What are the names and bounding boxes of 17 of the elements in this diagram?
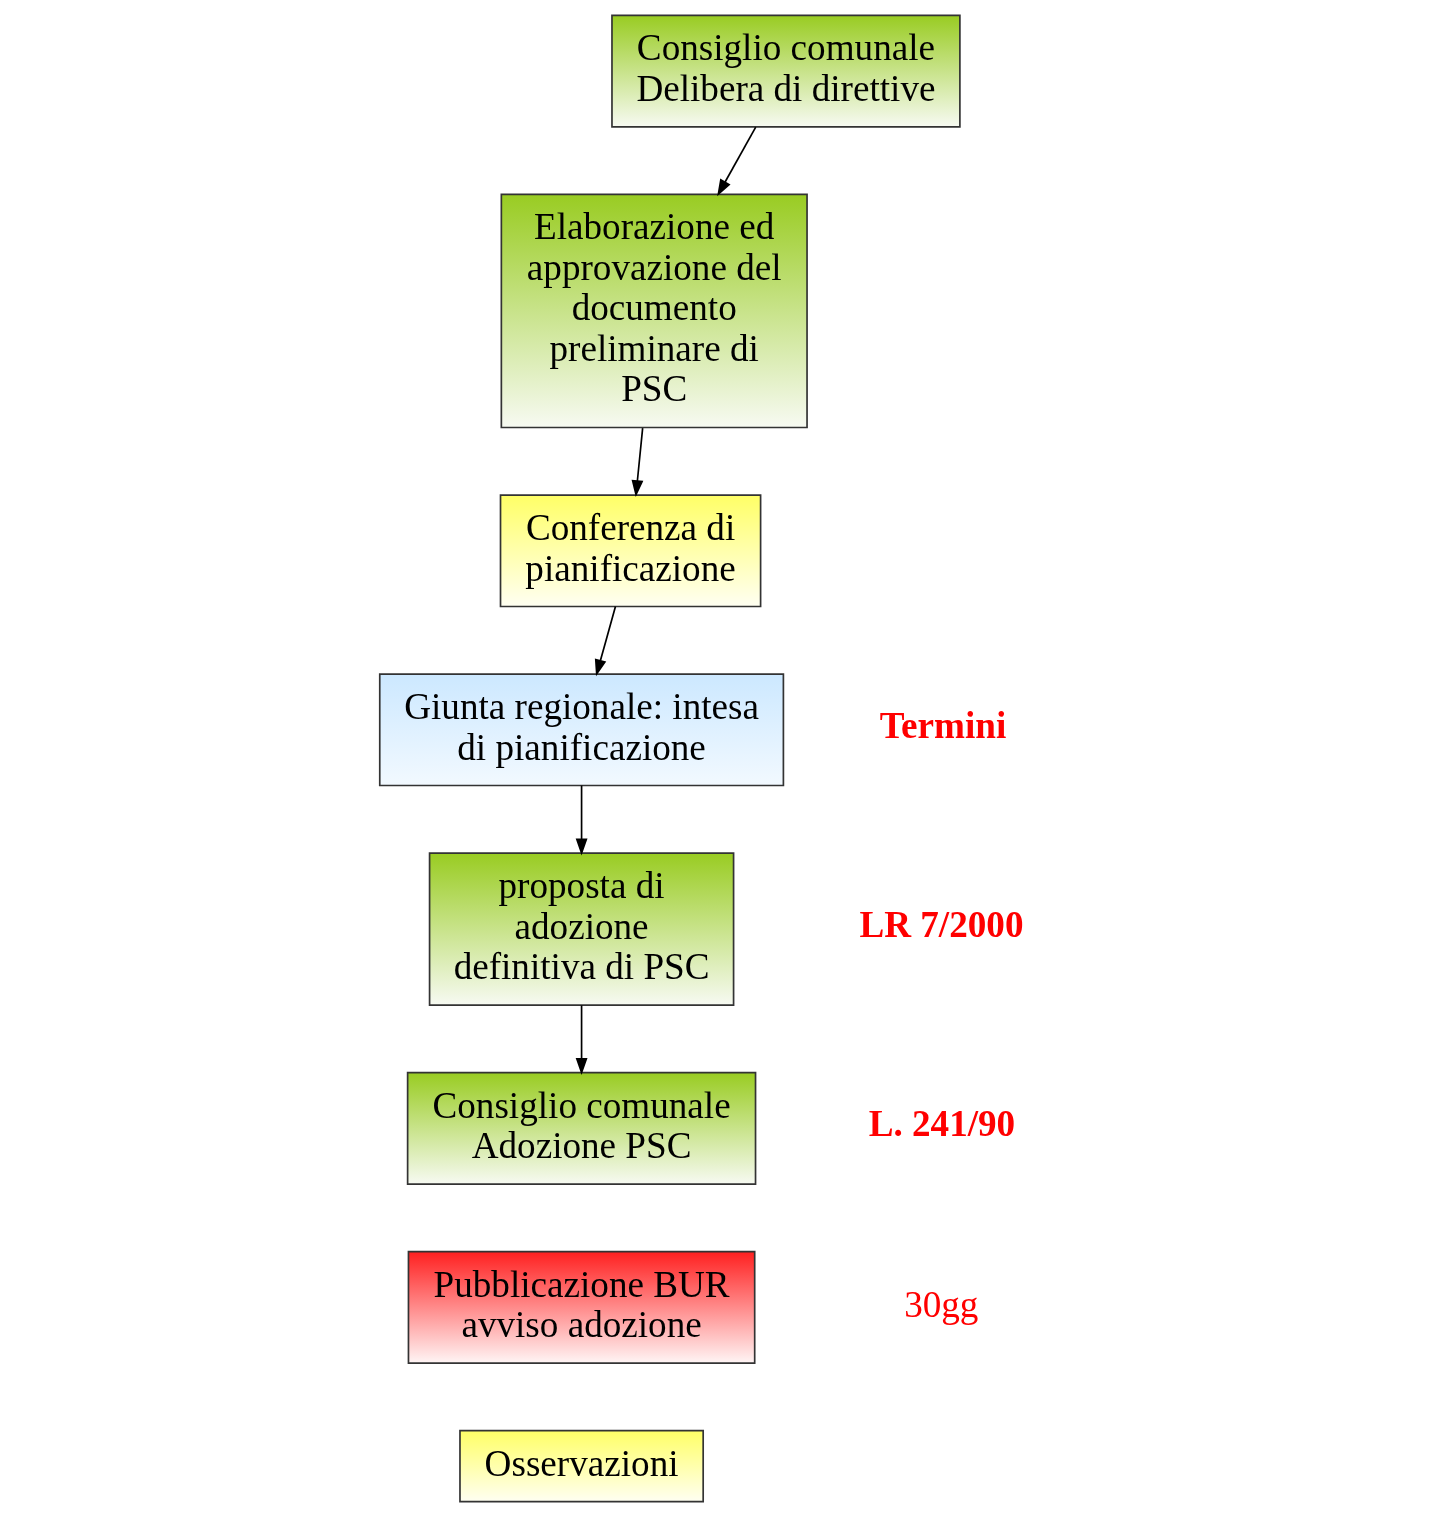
node-box: Giunta regionale: intesa di pianificazione [378, 673, 784, 787]
node-box: Pubblicazione BUR avviso adozione [407, 1250, 756, 1364]
label: Termini [879, 704, 1006, 746]
arrow [575, 784, 587, 856]
node-box: Elaborazione ed approvazione del documento preliminare di PSC [500, 193, 808, 429]
arrow [575, 1004, 587, 1075]
node-box: proposta di adozione definitiva di PSC [428, 852, 734, 1006]
node-box: Consiglio comunale Delibera di direttive [610, 14, 961, 128]
node-box: Consiglio comunale Adozione PSC [406, 1071, 756, 1185]
node-box: Osservazioni [458, 1429, 704, 1503]
arrow [716, 126, 757, 197]
arrow [594, 605, 616, 677]
label: LR 7/2000 [858, 903, 1023, 945]
node-box: Conferenza di pianificazione [499, 494, 761, 608]
arrow [631, 427, 643, 498]
label: 30gg [903, 1283, 978, 1325]
label: L. 241/90 [868, 1103, 1015, 1145]
